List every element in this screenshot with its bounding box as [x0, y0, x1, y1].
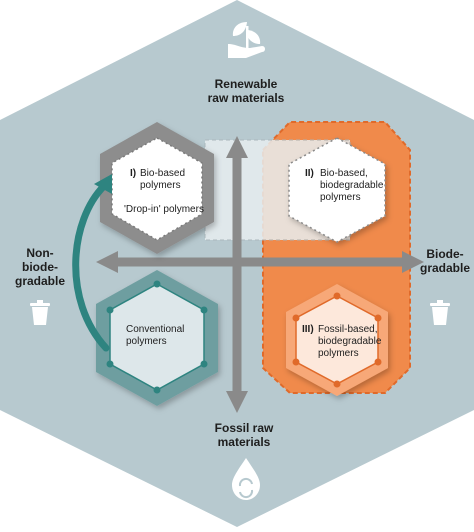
quadrant-fossil-biodegradable — [286, 284, 388, 396]
sprout-hand-icon — [228, 22, 265, 58]
corner-line — [272, 429, 474, 530]
quadrant-label: polymers — [320, 192, 361, 203]
quadrant-label: Conventional — [126, 324, 184, 335]
quadrant-label: 'Drop-in' polymers — [124, 204, 204, 215]
quadrant-label: Bio-based, — [320, 168, 368, 179]
quadrant-label: polymers — [126, 336, 167, 347]
quadrant-label: biodegradable — [320, 180, 384, 191]
axis-arrow-down — [226, 391, 248, 413]
oil-drop-recycle-icon — [232, 458, 260, 500]
drop-in-arrow — [72, 182, 110, 352]
axis-arrow-right — [402, 251, 424, 273]
quadrant-bio-biodegradable — [288, 137, 386, 243]
axis-label-top: Renewable — [215, 77, 278, 91]
quadrant-bio-based — [100, 122, 214, 254]
axis-arrow-left — [96, 251, 118, 273]
axis-arrow-up — [226, 136, 248, 158]
quadrant-label: biodegradable — [318, 336, 382, 347]
axis-label-left: gradable — [15, 274, 65, 288]
quadrant-number: III) — [302, 324, 314, 335]
axis-label-left: Non- — [26, 246, 53, 260]
quadrant-label: polymers — [318, 348, 359, 359]
axis-label-left: biode- — [22, 260, 58, 274]
axis-label-bottom: materials — [218, 435, 271, 449]
quadrant-number: I) — [130, 168, 136, 179]
quadrant-label: polymers — [140, 180, 181, 191]
axis-label-bottom: Fossil raw — [215, 421, 274, 435]
quadrant-label: Fossil-based, — [318, 324, 377, 335]
drop-in-arrowhead — [94, 174, 112, 194]
axis-label-top: raw materials — [208, 91, 285, 105]
trash-bin-icon — [430, 300, 450, 325]
axis-label-right: gradable — [420, 261, 470, 275]
corner-line — [0, 429, 202, 530]
quadrant-number: II) — [305, 168, 314, 179]
corner-line — [272, 0, 474, 101]
quadrant-conventional — [96, 270, 218, 406]
axis-label-right: Biode- — [426, 247, 463, 261]
corner-line — [0, 0, 202, 101]
trash-bin-icon — [30, 300, 50, 325]
quadrant-label: Bio-based — [140, 168, 185, 179]
